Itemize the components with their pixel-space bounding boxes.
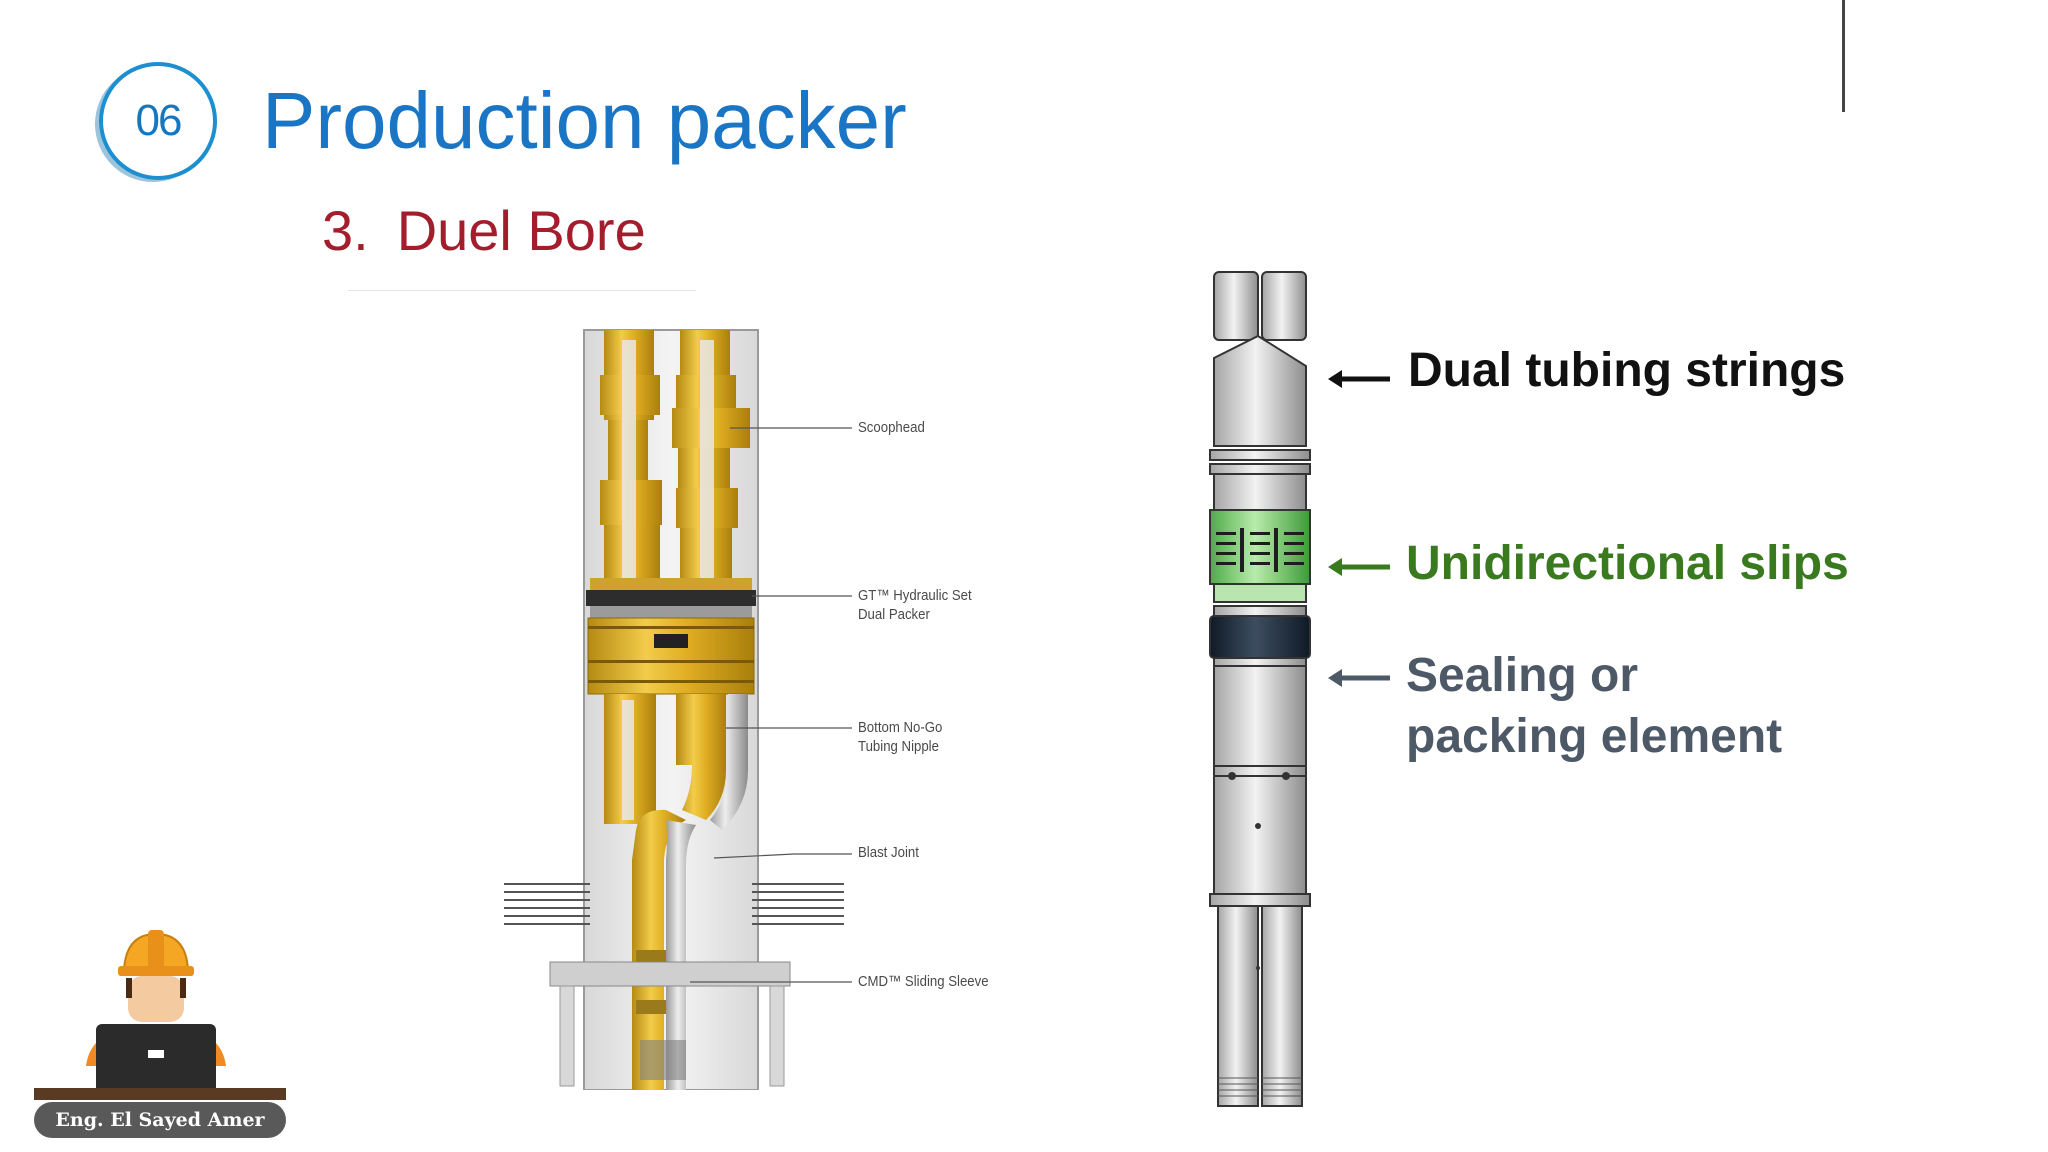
label-blast-joint: Blast Joint (858, 844, 919, 861)
subtitle-text: Duel Bore (396, 199, 646, 262)
slide-title: Production packer (262, 76, 907, 165)
engineer-avatar-icon (34, 930, 286, 1100)
label-sliding-sleeve: CMD™ Sliding Sleeve (858, 973, 989, 990)
dual-packer-cutaway-diagram (504, 329, 852, 1090)
slide-subtitle: 3. Duel Bore (322, 198, 646, 263)
label-dual-tubing-strings: Dual tubing strings (1408, 344, 1846, 397)
label-scoophead: Scoophead (858, 419, 925, 436)
label-sealing-element: Sealing or packing element (1406, 649, 1783, 763)
subtitle-underline (348, 290, 696, 291)
slide-number-badge: 06 (99, 62, 217, 180)
label-unidirectional-slips: Unidirectional slips (1406, 537, 1849, 590)
slide-number: 06 (135, 96, 183, 145)
arrow-slips (1328, 558, 1390, 576)
label-no-go-nipple: Bottom No-Go Tubing Nipple (858, 719, 943, 755)
packer-exterior-diagram (1209, 271, 1390, 1107)
label-dual-packer: GT™ Hydraulic Set Dual Packer (858, 587, 972, 623)
arrow-seal (1328, 669, 1390, 687)
arrow-tubing (1328, 370, 1390, 388)
author-name-badge: Eng. El Sayed Amer (34, 1102, 286, 1138)
subtitle-number: 3. (322, 199, 369, 262)
header-divider (1842, 0, 1845, 112)
